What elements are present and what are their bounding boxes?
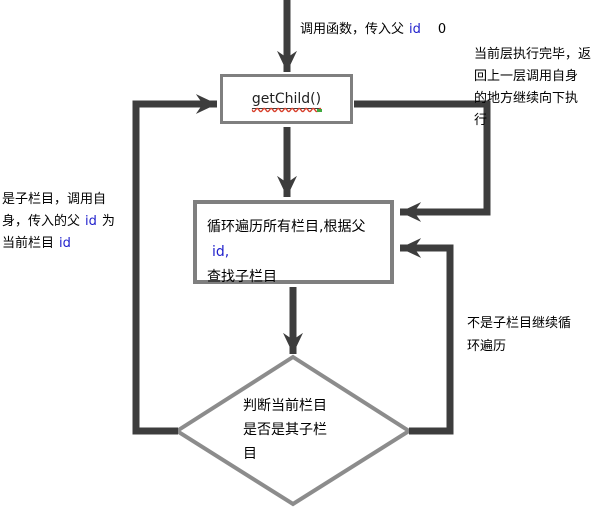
loop-traverse-box: 循环遍历所有栏目,根据父 id, 查找子栏目 <box>193 200 394 285</box>
continue-note-line1: 不是子栏目继续循 <box>467 316 572 331</box>
return-note-label: 当前层执行完毕，返 回上一层调用自身 的地方继续向下执 行 <box>474 44 600 132</box>
decision-line1: 判断当前栏目 <box>243 398 327 414</box>
loop-box-line2: 查找子栏目 <box>207 269 277 285</box>
recurse-note-line2-text2: 为 <box>101 214 115 229</box>
recurse-note-line3-text: 当前栏目 <box>2 236 55 251</box>
recurse-connector <box>132 93 217 435</box>
entry-label-text: 调用函数，传入父 <box>300 22 405 37</box>
grammar-check-mark <box>317 109 323 112</box>
continue-loop-connector <box>400 237 454 435</box>
entry-label-value: 0 <box>437 22 447 37</box>
getchild-label-wrap: getChild() <box>251 91 323 112</box>
getchild-label: getChild() <box>251 91 322 109</box>
decision-line3: 目 <box>243 446 257 462</box>
return-note-line4: 行 <box>474 113 488 128</box>
loop-box-line1: 循环遍历所有栏目,根据父 id, <box>207 215 384 265</box>
decision-diamond-text: 判断当前栏目 是否是其子栏 目 <box>243 394 355 466</box>
continue-note-line2: 环遍历 <box>467 339 507 354</box>
loop-line1-text: 循环遍历所有栏目,根据父 <box>207 219 366 235</box>
return-note-line3: 的地方继续向下执 <box>474 91 579 106</box>
recurse-note-line1: 是子栏目，调用自 <box>2 192 107 207</box>
recurse-note-line3: 当前栏目 id <box>2 233 134 255</box>
recurse-note-line2: 身，传入的父 id 为 <box>2 211 134 233</box>
return-connector <box>354 100 491 223</box>
entry-label-id: id <box>409 22 421 37</box>
continue-note-label: 不是子栏目继续循 环遍历 <box>467 312 589 358</box>
recurse-note-line2-text: 身，传入的父 <box>2 214 81 229</box>
recurse-note-line3-id: id <box>59 236 71 251</box>
decision-diamond <box>173 354 413 507</box>
recurse-note-line2-id: id <box>85 214 97 229</box>
decision-line2: 是否是其子栏 <box>243 422 327 438</box>
return-note-line2: 回上一层调用自身 <box>474 69 579 84</box>
loop-line1-id: id, <box>212 244 230 260</box>
getchild-function-box: getChild() <box>220 74 353 124</box>
return-note-line1: 当前层执行完毕，返 <box>474 47 592 62</box>
entry-call-label: 调用函数，传入父 id 0 <box>300 19 446 41</box>
recurse-note-label: 是子栏目，调用自 身，传入的父 id 为 当前栏目 id <box>2 189 134 255</box>
